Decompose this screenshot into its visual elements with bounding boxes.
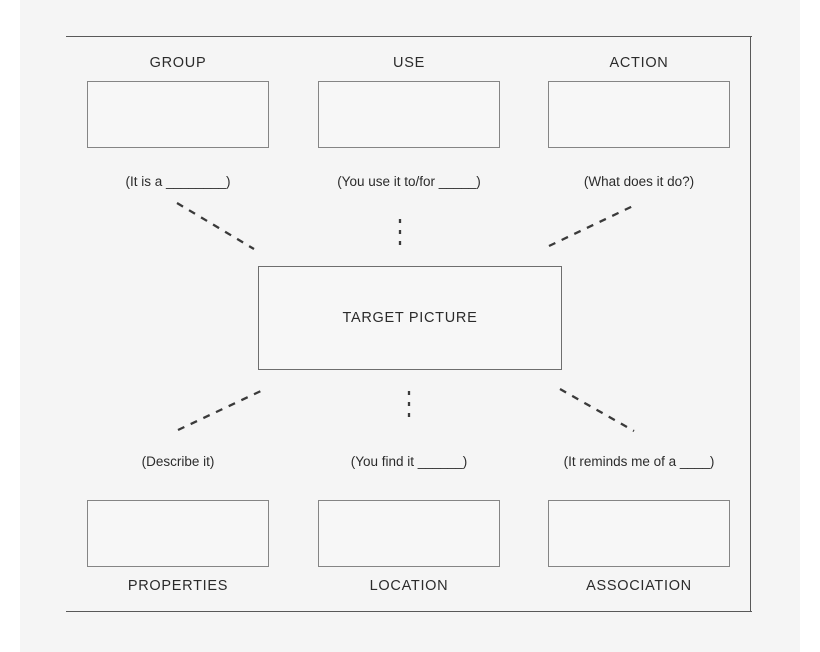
prompt-action: (What does it do?) (583, 174, 695, 189)
answer-box-location[interactable] (318, 500, 500, 567)
category-label-properties: PROPERTIES (127, 578, 229, 594)
category-label-location: LOCATION (369, 578, 449, 594)
prompt-use: (You use it to/for _____) (337, 174, 481, 189)
answer-box-properties[interactable] (87, 500, 269, 567)
answer-box-group[interactable] (87, 81, 269, 148)
prompt-association: (It reminds me of a ____) (563, 454, 715, 469)
category-label-action: ACTION (609, 55, 669, 71)
frame-bottom-border (66, 611, 752, 612)
prompt-properties: (Describe it) (141, 454, 215, 469)
answer-box-use[interactable] (318, 81, 500, 148)
category-label-group: GROUP (149, 55, 207, 71)
prompt-group: (It is a ________) (125, 174, 231, 189)
target-picture-label: TARGET PICTURE (342, 310, 478, 326)
answer-box-action[interactable] (548, 81, 730, 148)
frame-right-border (750, 36, 751, 612)
answer-box-association[interactable] (548, 500, 730, 567)
category-label-association: ASSOCIATION (586, 578, 692, 594)
prompt-location: (You find it ______) (350, 454, 468, 469)
category-label-use: USE (393, 55, 425, 71)
target-picture-box[interactable]: TARGET PICTURE (258, 266, 562, 370)
frame-top-border (66, 36, 752, 37)
